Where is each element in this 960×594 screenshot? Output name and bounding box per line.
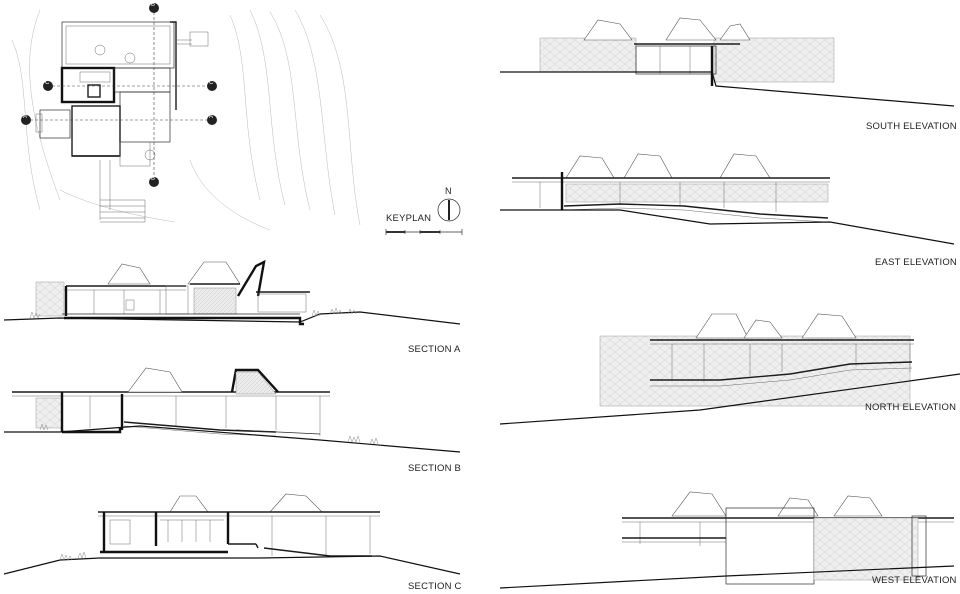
section-marker-a-left [21, 115, 31, 125]
keyplan-drawing [11, 3, 463, 235]
south-elevation-drawing [500, 17, 955, 107]
marker-b-top-text: B [151, 2, 156, 8]
marker-a-left-text: A [23, 114, 28, 120]
east-elevation-title: EAST ELEVATION [875, 257, 957, 268]
section-c-title: SECTION C [408, 581, 462, 592]
section-marker-c-left [43, 81, 53, 91]
section-marker-b-bottom [149, 177, 159, 187]
keyplan-label: KEYPLAN [386, 213, 432, 224]
section-marker-b-top [149, 3, 159, 13]
west-elevation-title: WEST ELEVATION [872, 575, 957, 586]
marker-b-bottom-text: B [151, 176, 156, 182]
marker-a-right-text: A [209, 114, 214, 120]
north-elevation-title: NORTH ELEVATION [865, 402, 957, 413]
marker-c-left-text: C [45, 80, 50, 86]
contour-lines [11, 9, 361, 231]
marker-c-right-text: C [209, 80, 214, 86]
west-elevation-drawing [499, 491, 955, 589]
section-a-drawing [3, 259, 461, 326]
section-c-drawing [3, 493, 461, 575]
section-marker-c-right [207, 81, 217, 91]
north-elevation-drawing [499, 313, 960, 425]
section-b-title: SECTION B [408, 463, 462, 474]
section-marker-a-right [207, 115, 217, 125]
north-arrow [437, 198, 461, 222]
south-elevation-title: SOUTH ELEVATION [866, 121, 957, 132]
scale-bar [385, 229, 463, 235]
section-b-drawing [4, 367, 461, 453]
section-a-title: SECTION A [408, 344, 461, 355]
north-arrow-label: N [445, 186, 452, 196]
east-elevation-drawing [500, 153, 955, 245]
